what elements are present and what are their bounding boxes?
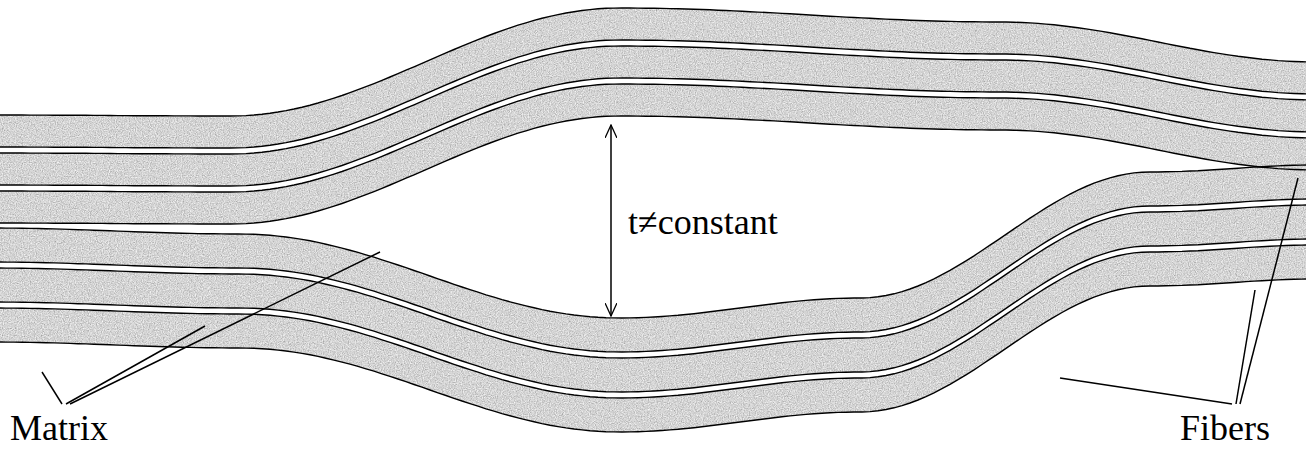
band-outline bbox=[0, 239, 1306, 392]
band-outline bbox=[0, 8, 1306, 116]
fiber-leaders bbox=[1060, 178, 1298, 404]
band-outline bbox=[0, 78, 1306, 186]
thickness-label: t≠constant bbox=[628, 204, 778, 240]
band-outlines bbox=[0, 8, 1306, 432]
thickness-dimension bbox=[610, 125, 612, 316]
band-outline bbox=[0, 165, 1306, 318]
band-outline bbox=[0, 199, 1306, 352]
band-outline bbox=[0, 245, 1306, 398]
band-outline bbox=[0, 84, 1306, 192]
band-outline bbox=[0, 205, 1306, 358]
band-outline bbox=[0, 40, 1306, 148]
fibers-label: Fibers bbox=[1180, 410, 1270, 446]
band-outline bbox=[0, 46, 1306, 154]
matrix-leaders bbox=[42, 252, 380, 404]
matrix-label: Matrix bbox=[10, 410, 108, 446]
fiber-bands bbox=[0, 8, 1306, 432]
band-outline bbox=[0, 279, 1306, 432]
